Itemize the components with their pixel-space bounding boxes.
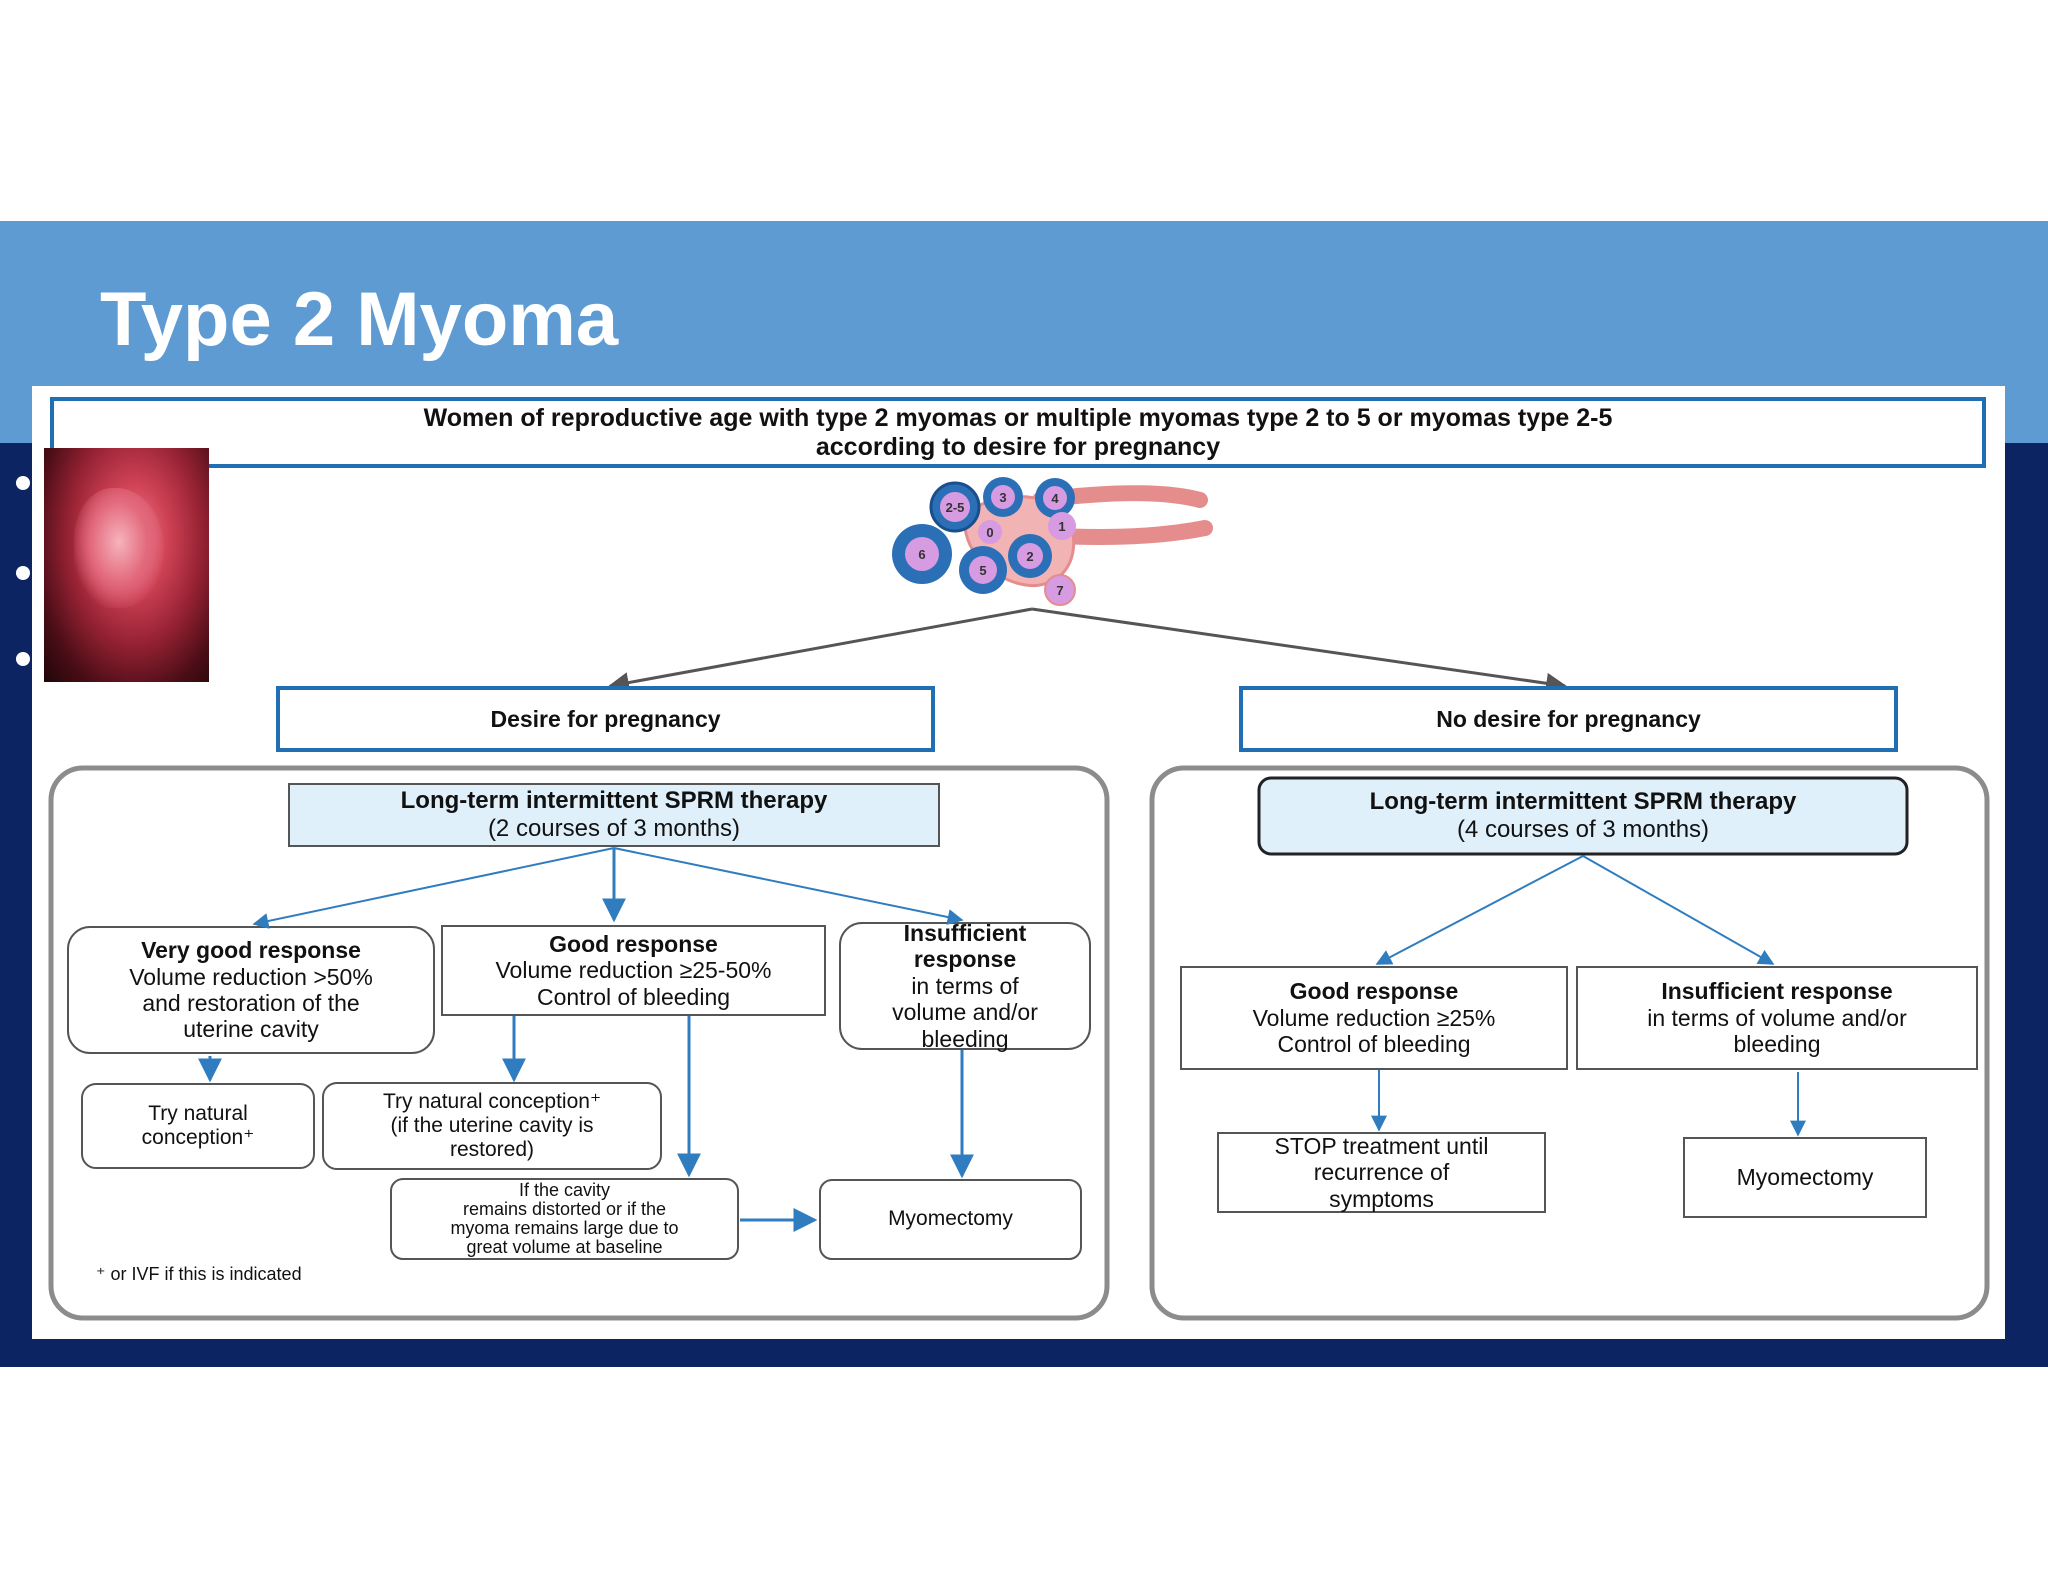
header-box	[50, 397, 1986, 468]
good-line: Control of bleeding	[536, 983, 731, 1010]
slide-title: Type 2 Myoma	[100, 277, 619, 362]
uterus-label: 7	[1056, 583, 1063, 598]
uterus-label: 3	[999, 490, 1006, 505]
uterus-label: 4	[1051, 491, 1059, 506]
header-line1: Women of reproductive age with type 2 my…	[423, 403, 1613, 432]
very-good-line: and restoration of the	[142, 990, 360, 1016]
stop-box	[1217, 1132, 1546, 1213]
right-therapy-text: Long-term intermittent SPRM therapy (4 c…	[1260, 780, 1906, 852]
left-therapy-box	[288, 783, 940, 847]
cavity-distorted-line: If the cavity	[518, 1180, 611, 1201]
right-insufficient-line: bleeding	[1733, 1031, 1821, 1058]
arrow-to-no-desire	[1031, 607, 1568, 694]
stop-line: STOP treatment until	[1274, 1132, 1489, 1159]
right-good-box	[1180, 966, 1568, 1070]
right-good-line: Volume reduction ≥25%	[1252, 1004, 1496, 1031]
arrow-therapy-very-good	[252, 847, 615, 929]
left-myomectomy-text: Myomectomy	[888, 1207, 1013, 1231]
stop-line: symptoms	[1329, 1185, 1434, 1212]
uterus-label: 0	[986, 525, 993, 540]
stop-text: STOP treatment until recurrence of sympt…	[1220, 1132, 1543, 1212]
insufficient-line: in terms of	[911, 972, 1019, 999]
try-natural-cavity-line: Try natural conception⁺	[382, 1089, 602, 1113]
left-therapy-text: Long-term intermittent SPRM therapy (2 c…	[290, 785, 938, 845]
right-myomectomy-text: Myomectomy	[1736, 1164, 1874, 1191]
insufficient-title: Insufficient	[903, 919, 1027, 946]
very-good-text: Very good response Volume reduction >50%…	[70, 929, 432, 1051]
cavity-distorted-line: remains distorted or if the	[462, 1199, 667, 1220]
right-myomectomy-box	[1683, 1137, 1927, 1218]
header-text: Women of reproductive age with type 2 my…	[56, 401, 1980, 464]
header-line2: according to desire for pregnancy	[815, 432, 1221, 461]
try-natural-line: Try natural	[148, 1101, 248, 1125]
bullet-icon	[16, 476, 30, 490]
try-natural-cavity-text: Try natural conception⁺ (if the uterine …	[325, 1085, 659, 1167]
very-good-line: uterine cavity	[183, 1016, 319, 1043]
right-insufficient-text: Insufficient response in terms of volume…	[1579, 969, 1975, 1067]
cavity-distorted-box	[390, 1178, 739, 1260]
stop-line: recurrence of	[1313, 1159, 1450, 1186]
very-good-box	[67, 926, 435, 1054]
cavity-distorted-line: myoma remains large due to	[450, 1218, 679, 1238]
good-text: Good response Volume reduction ≥25-50% C…	[444, 928, 823, 1013]
uterus-illustration-icon	[892, 477, 1213, 606]
desire-box	[276, 686, 935, 752]
left-myomectomy-box	[819, 1179, 1082, 1260]
try-natural-line: conception⁺	[141, 1126, 255, 1149]
bullet-icon	[16, 652, 30, 666]
no-desire-label: No desire for pregnancy	[1436, 705, 1701, 732]
right-insufficient-title: Insufficient response	[1661, 978, 1893, 1005]
uterus-label: 1	[1058, 519, 1065, 534]
right-insufficient-line: in terms of volume and/or	[1647, 1004, 1907, 1031]
try-natural-text: Try natural conception⁺	[84, 1086, 312, 1166]
arrow-right-therapy-insufficient	[1582, 855, 1775, 965]
no-desire-box	[1239, 686, 1898, 752]
good-line: Volume reduction ≥25-50%	[495, 957, 772, 984]
right-good-title: Good response	[1289, 978, 1459, 1005]
try-natural-cavity-line: restored)	[449, 1138, 535, 1162]
left-therapy-title: Long-term intermittent SPRM therapy	[400, 787, 828, 815]
insufficient-line: bleeding	[921, 1025, 1009, 1052]
uterus-label: 5	[979, 563, 986, 578]
arrow-right-therapy-good	[1375, 855, 1584, 965]
left-therapy-sub: (2 courses of 3 months)	[487, 815, 741, 842]
uterus-label: 2-5	[946, 500, 965, 515]
footnote: ⁺ or IVF if this is indicated	[96, 1264, 302, 1284]
right-therapy-box	[1257, 776, 1909, 856]
good-box	[441, 925, 826, 1016]
insufficient-text: Insufficient response in terms of volume…	[842, 920, 1088, 1052]
right-good-line: Control of bleeding	[1277, 1031, 1471, 1058]
uterus-label: 2	[1026, 549, 1033, 564]
insufficient-title: response	[913, 946, 1017, 973]
insufficient-line: volume and/or	[892, 999, 1038, 1026]
myoma-hysteroscopy-image	[44, 448, 209, 682]
bullet-icon	[16, 566, 30, 580]
cavity-distorted-text: If the cavity remains distorted or if th…	[393, 1181, 736, 1257]
right-insufficient-box	[1576, 966, 1978, 1070]
right-therapy-sub: (4 courses of 3 months)	[1456, 816, 1710, 843]
try-natural-box	[81, 1083, 315, 1169]
try-natural-cavity-line: (if the uterine cavity is	[390, 1113, 594, 1137]
right-good-text: Good response Volume reduction ≥25% Cont…	[1183, 969, 1565, 1067]
arrow-to-desire	[607, 607, 1033, 693]
arrow-therapy-insufficient	[613, 847, 964, 925]
good-title: Good response	[549, 930, 718, 957]
very-good-line: Volume reduction >50%	[129, 963, 373, 990]
try-natural-cavity-box	[322, 1082, 662, 1170]
right-therapy-title: Long-term intermittent SPRM therapy	[1369, 788, 1797, 816]
uterus-label: 6	[918, 547, 925, 562]
very-good-title: Very good response	[141, 937, 361, 964]
desire-label: Desire for pregnancy	[490, 705, 721, 732]
insufficient-box	[839, 922, 1091, 1050]
cavity-distorted-line: great volume at baseline	[466, 1236, 663, 1257]
